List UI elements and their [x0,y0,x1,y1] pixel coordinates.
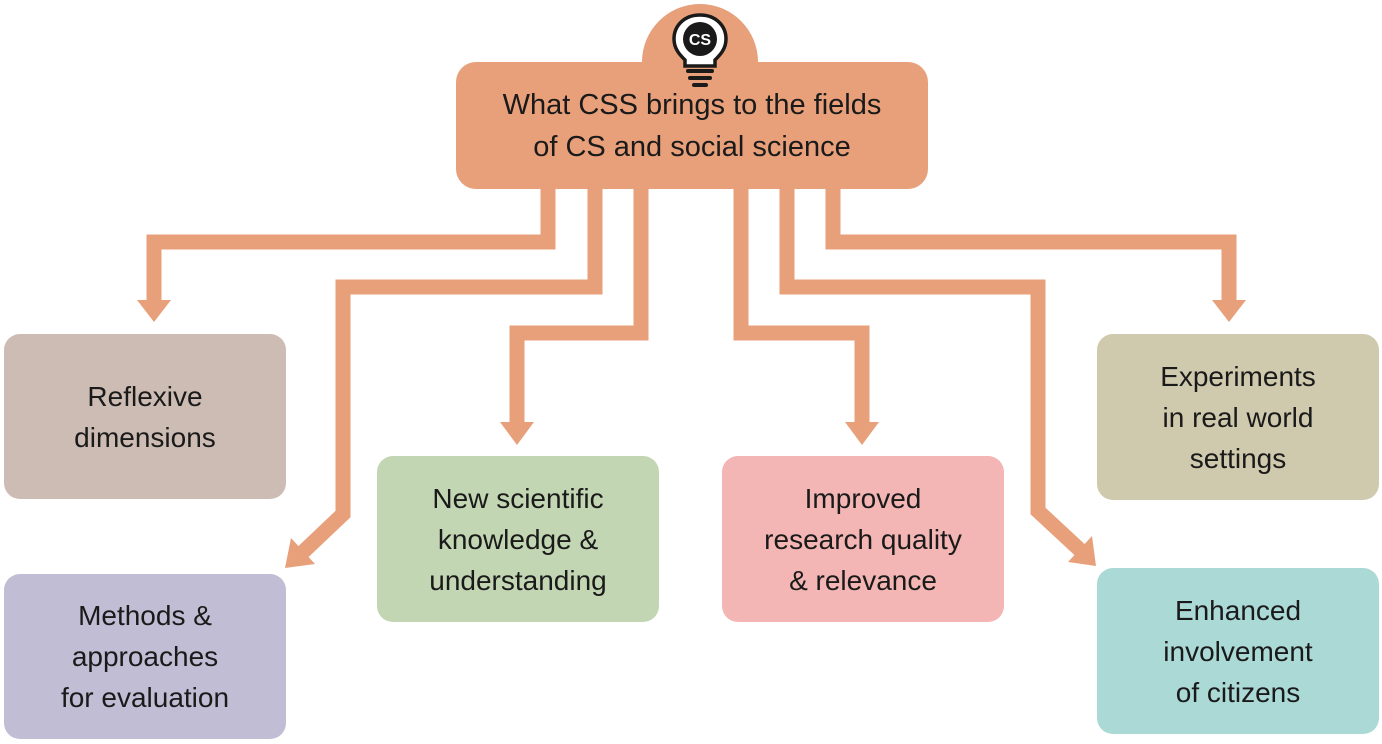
arrowhead-methods [285,538,315,568]
arrow-to-experiments [825,186,1237,300]
arrow-to-reflexive [146,186,556,300]
outcome-label-line: Methods & [78,600,212,631]
arrowhead-knowledge [500,422,534,445]
outcome-label-line: Reflexive [87,380,203,412]
outcome-label-line: for evaluation [60,682,230,713]
central-topic-box: What CSS brings to the fields of CS and … [456,62,928,189]
outcome-box-reflexive-dimensions: Reflexive dimensions [4,334,286,499]
outcome-box-research-quality: Improved research quality & relevance [722,456,1004,622]
outcome-label-line: of citizens [1175,676,1301,708]
arrowhead-experiments [1212,300,1246,322]
lightbulb-icon-label: CS [689,32,712,49]
outcome-label-line: New scientific [432,482,604,514]
arrow-to-methods [296,186,603,559]
outcome-label-line: approaches [71,641,219,672]
outcome-box-citizen-involvement: Enhanced involvement of citizens [1097,568,1379,734]
outcome-label-line: settings [1189,442,1287,474]
central-topic-line-1: What CSS brings to the fields [502,88,882,121]
lightbulb-icon: CS [672,13,728,87]
outcome-label-line: Experiments [1160,360,1316,392]
arrowhead-reflexive [137,300,171,322]
outcome-label-line: involvement [1163,635,1313,667]
arrowhead-quality [845,422,879,445]
outcome-label-line: & relevance [789,564,937,596]
arrow-to-citizens [779,186,1086,556]
outcome-label-line: Improved [804,482,922,514]
outcome-label-line: research quality [764,523,962,555]
outcome-label-line: understanding [429,564,607,596]
central-topic-line-2: of CS and social science [533,130,851,163]
outcome-label-line: knowledge & [437,523,599,555]
outcome-box-scientific-knowledge: New scientific knowledge & understanding [377,456,659,622]
outcome-box-methods-approaches: Methods & approaches for evaluation [4,574,286,739]
outcome-label-line: dimensions [74,421,216,453]
outcome-label-line: Enhanced [1174,594,1302,626]
arrow-to-quality [733,186,870,422]
outcome-box-real-world-experiments: Experiments in real world settings [1097,334,1379,500]
outcome-label-line: in real world [1162,401,1314,433]
arrowhead-citizens [1068,536,1096,566]
arrow-to-knowledge [509,186,649,422]
